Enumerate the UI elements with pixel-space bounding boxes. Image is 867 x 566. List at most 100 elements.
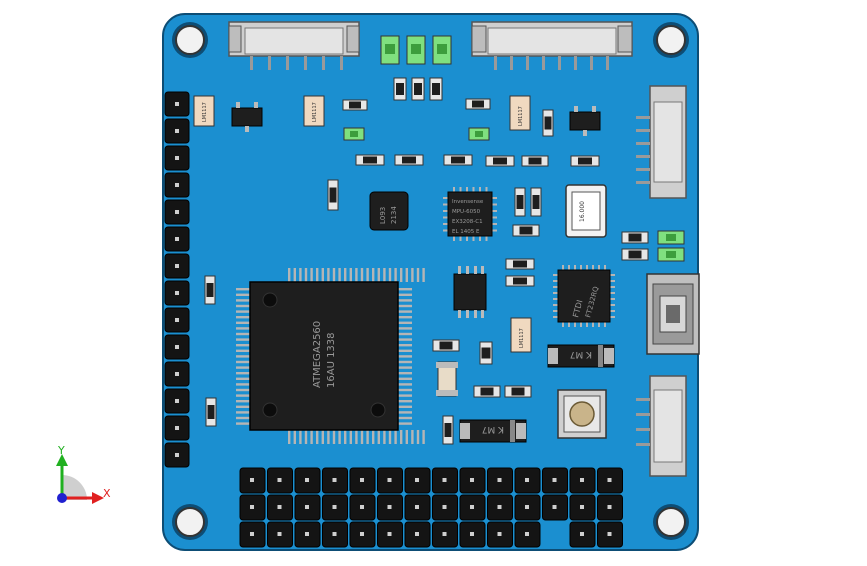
mcu-pin xyxy=(416,268,420,282)
mcu-pin xyxy=(398,310,412,313)
header-pin-tip xyxy=(525,478,529,482)
imu-pin xyxy=(459,236,462,241)
connector-top-left[interactable] xyxy=(228,21,360,57)
mcu-pin xyxy=(416,430,420,444)
bottom-pin-header[interactable] xyxy=(239,467,623,548)
passive-body xyxy=(472,100,484,108)
mcu-pin xyxy=(332,268,336,282)
imu-pin xyxy=(492,203,497,206)
led-right-1 xyxy=(657,230,685,245)
connector-pin xyxy=(636,443,650,446)
ftdi-pin xyxy=(568,322,570,327)
passive-body xyxy=(544,116,552,130)
mcu-pin xyxy=(394,268,397,282)
mcu-pin xyxy=(398,388,412,392)
connector-pin xyxy=(304,56,307,70)
led-mid-2 xyxy=(468,127,490,141)
mcu-pin xyxy=(293,430,296,444)
regulator-2: LM1117 xyxy=(303,95,325,127)
y-axis-arrow-icon xyxy=(56,454,68,466)
passive-body xyxy=(444,423,452,437)
ftdi-pin xyxy=(610,304,615,306)
mcu-pin xyxy=(398,400,412,403)
passive-body xyxy=(516,195,524,209)
mcu-pin xyxy=(398,332,412,336)
qfn-chip-left[interactable]: L093 2134 xyxy=(369,191,409,231)
mcu-pin xyxy=(398,377,412,380)
connector-pin xyxy=(636,116,650,119)
mcu-pin xyxy=(349,430,352,444)
mcu-pin xyxy=(355,268,358,282)
mcu-pin xyxy=(398,327,412,330)
mcu-pin xyxy=(299,268,302,282)
mcu-pin xyxy=(344,268,347,282)
imu-label-1: Invensense xyxy=(452,199,484,205)
mcu-pin xyxy=(327,268,330,282)
mcu-pin xyxy=(236,299,250,302)
imu-pin xyxy=(492,210,497,212)
connector-right-top[interactable] xyxy=(649,85,687,199)
imu-pin xyxy=(459,187,462,192)
passive-body xyxy=(481,347,491,359)
mcu-pin xyxy=(398,383,412,386)
connector-pin xyxy=(558,56,561,70)
z-axis-dot-icon xyxy=(57,493,67,503)
connector-top-right[interactable] xyxy=(471,21,633,57)
mcu-pin xyxy=(398,321,412,324)
passive-body xyxy=(402,156,416,164)
soic-chip[interactable] xyxy=(453,266,487,318)
mcu-pin xyxy=(236,416,250,420)
passive-body xyxy=(207,405,215,419)
mcu-pin xyxy=(400,268,403,282)
connector-right-top-pins xyxy=(636,116,650,184)
mcu-pin xyxy=(398,338,412,341)
mcu-pin xyxy=(236,304,250,308)
mcu-pin xyxy=(338,430,341,444)
reset-button[interactable] xyxy=(557,389,607,439)
imu-pin xyxy=(443,216,448,219)
ftdi-pin xyxy=(610,292,615,294)
mcu-pin xyxy=(400,430,403,444)
crystal-small xyxy=(436,361,458,397)
connector-pin xyxy=(526,56,529,70)
crystal-oscillator[interactable]: 16.000 xyxy=(565,184,607,238)
header-pin-tip xyxy=(580,505,584,509)
header-pin-tip xyxy=(360,478,364,482)
header-pin-tip xyxy=(305,505,309,509)
connector-right-bottom[interactable] xyxy=(649,375,687,477)
ftdi-pin xyxy=(610,316,615,318)
left-pin-header[interactable] xyxy=(164,91,190,468)
imu-pin xyxy=(443,197,448,199)
mcu-pin xyxy=(332,430,336,444)
header-pin-tip xyxy=(277,505,282,509)
mcu-pin xyxy=(310,268,313,282)
transistor-2 xyxy=(569,106,601,136)
header-pin-tip xyxy=(415,532,419,536)
mcu-pin xyxy=(349,268,352,282)
mcu-pin xyxy=(236,293,250,296)
imu-chip[interactable]: Invensense MPU-6050 EX3208-C1 EL 1405 E xyxy=(447,191,493,237)
connector-pin xyxy=(286,56,289,70)
usb-connector[interactable] xyxy=(646,273,700,355)
regulator-4-label: LM1117 xyxy=(519,328,525,348)
ftdi-pin xyxy=(610,298,615,300)
mcu-pin xyxy=(388,268,392,282)
ftdi-pin xyxy=(553,298,558,300)
imu-pin xyxy=(466,187,468,192)
x-axis-label: X xyxy=(103,487,111,500)
regulator-1-label: LM1117 xyxy=(202,102,208,122)
ftdi-chip[interactable]: FTDI FT232RQ xyxy=(557,269,611,323)
header-pin-tip xyxy=(277,532,282,536)
osc-label: 16.000 xyxy=(579,201,586,222)
ftdi-pin xyxy=(592,322,594,327)
mcu-pin xyxy=(236,338,250,341)
mcu-pin xyxy=(236,400,250,403)
ftdi-pin xyxy=(610,280,615,282)
mcu-chip[interactable]: ATMEGA2560 16AU 1338 xyxy=(249,281,399,431)
mcu-pin xyxy=(398,416,412,420)
passive-body xyxy=(451,156,465,164)
header-pin-tip xyxy=(250,505,254,509)
connector-pin xyxy=(510,56,513,70)
imu-pin xyxy=(492,216,497,219)
